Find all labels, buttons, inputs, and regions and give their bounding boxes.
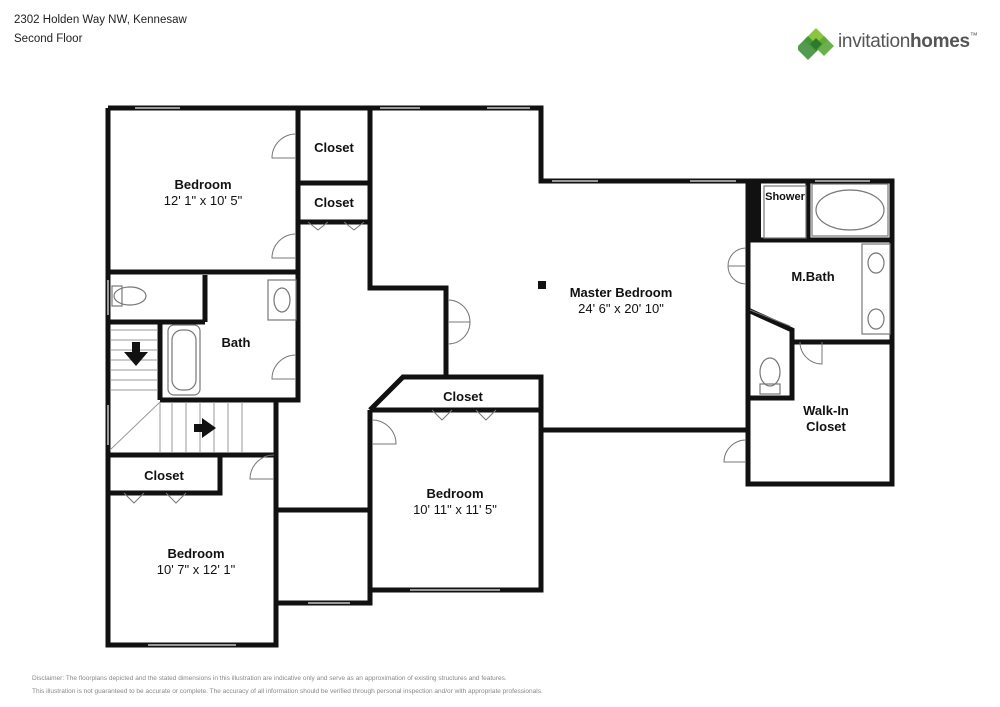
room-name-walk-in-line1: Walk-In [803, 403, 849, 418]
room-name-bedroom-middle: Bedroom [426, 486, 483, 501]
stair-arrow-stem [132, 342, 140, 354]
room-dims-master-bedroom: 24' 6" x 20' 10" [578, 301, 664, 316]
stair-arrow-stem-2 [194, 424, 204, 432]
room-name-master-bath: M.Bath [791, 269, 834, 284]
room-dims-bedroom-bottom-left: 10' 7" x 12' 1" [157, 562, 236, 577]
column-marker [538, 281, 546, 289]
fixtures [111, 183, 891, 396]
shower-wall-block [747, 181, 761, 241]
exterior-walls [105, 105, 895, 648]
room-name-closet-top-2: Closet [314, 195, 354, 210]
room-name-walk-in-line2: Closet [806, 419, 846, 434]
room-dims-bedroom-middle: 10' 11" x 11' 5" [413, 502, 497, 517]
room-name-bath: Bath [222, 335, 251, 350]
brand-logo: invitationhomes™ [798, 26, 978, 62]
stair-down-arrow-icon [124, 352, 148, 366]
stair-right-arrow-icon [202, 418, 216, 438]
floor-label: Second Floor [14, 33, 83, 45]
room-name-closet-top-1: Closet [314, 140, 354, 155]
property-address: 2302 Holden Way NW, Kennesaw [14, 14, 187, 26]
logo-mark-icon [798, 28, 834, 60]
room-name-bedroom-top-left: Bedroom [174, 177, 231, 192]
room-name-closet-middle: Closet [443, 389, 483, 404]
disclaimer-line-1: Disclaimer: The floorplans depicted and … [32, 675, 507, 682]
door-swings [123, 133, 823, 504]
room-name-bedroom-bottom-left: Bedroom [167, 546, 224, 561]
windows [107, 107, 870, 646]
brand-name: invitationhomes™ [838, 31, 978, 52]
disclaimer-line-2: This illustration is not guaranteed to b… [32, 688, 543, 695]
room-name-master-bedroom: Master Bedroom [570, 285, 673, 300]
room-name-closet-bottom-left: Closet [144, 468, 184, 483]
room-dims-bedroom-top-left: 12' 1" x 10' 5" [164, 193, 243, 208]
room-name-shower: Shower [765, 191, 805, 203]
